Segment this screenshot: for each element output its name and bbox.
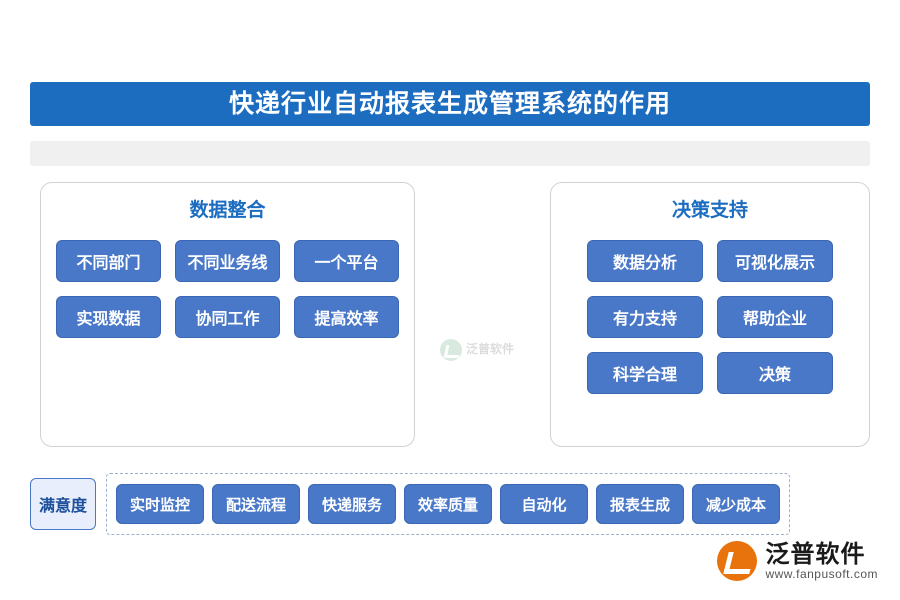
chip-item[interactable]: 协同工作 — [175, 296, 280, 338]
bottom-chip-item[interactable]: 实时监控 — [116, 484, 204, 524]
bottom-chip-group: 实时监控 配送流程 快递服务 效率质量 自动化 报表生成 减少成本 — [106, 473, 790, 535]
chip-item[interactable]: 可视化展示 — [717, 240, 833, 282]
chip-item[interactable]: 一个平台 — [294, 240, 399, 282]
panel-decision-support: 决策支持 数据分析 可视化展示 有力支持 帮助企业 科学合理 决策 — [550, 182, 870, 447]
chip-item[interactable]: 不同部门 — [56, 240, 161, 282]
brand-logo: 泛普软件 www.fanpusoft.com — [717, 541, 878, 582]
check-circle-icon — [717, 541, 758, 582]
center-watermark-label: 泛普软件 — [466, 342, 515, 357]
chip-item[interactable]: 决策 — [717, 352, 833, 394]
panel-data-integration: 数据整合 不同部门 不同业务线 一个平台 实现数据 协同工作 提高效率 — [40, 182, 415, 447]
chip-item[interactable]: 实现数据 — [56, 296, 161, 338]
chip-group-decision-support: 数据分析 可视化展示 有力支持 帮助企业 科学合理 决策 — [551, 240, 869, 394]
bottom-chip-item[interactable]: 配送流程 — [212, 484, 300, 524]
chip-item[interactable]: 提高效率 — [294, 296, 399, 338]
page-title-bar: 快递行业自动报表生成管理系统的作用 — [30, 82, 870, 126]
brand-url: www.fanpusoft.com — [765, 567, 878, 582]
bottom-chip-item[interactable]: 减少成本 — [692, 484, 780, 524]
satisfaction-label: 满意度 — [30, 478, 96, 530]
chip-item[interactable]: 数据分析 — [587, 240, 703, 282]
bottom-row: 满意度 实时监控 配送流程 快递服务 效率质量 自动化 报表生成 减少成本 — [30, 473, 790, 535]
chip-item[interactable]: 不同业务线 — [175, 240, 280, 282]
brand-name: 泛普软件 — [765, 540, 866, 568]
page-title: 快递行业自动报表生成管理系统的作用 — [228, 89, 671, 118]
check-circle-icon — [440, 339, 462, 361]
chip-item[interactable]: 科学合理 — [587, 352, 703, 394]
chip-group-data-integration: 不同部门 不同业务线 一个平台 实现数据 协同工作 提高效率 — [41, 240, 414, 338]
panel-heading-data-integration: 数据整合 — [189, 200, 266, 221]
center-watermark: 泛普软件 — [440, 325, 550, 375]
bottom-chip-item[interactable]: 效率质量 — [404, 484, 492, 524]
bottom-chip-item[interactable]: 自动化 — [500, 484, 588, 524]
chip-item[interactable]: 帮助企业 — [717, 296, 833, 338]
chip-item[interactable]: 有力支持 — [587, 296, 703, 338]
bottom-chip-item[interactable]: 快递服务 — [308, 484, 396, 524]
panel-heading-decision-support: 决策支持 — [671, 200, 748, 221]
bottom-chip-item[interactable]: 报表生成 — [596, 484, 684, 524]
subtitle-bar — [30, 141, 870, 166]
brand-logo-texts: 泛普软件 www.fanpusoft.com — [765, 541, 878, 582]
